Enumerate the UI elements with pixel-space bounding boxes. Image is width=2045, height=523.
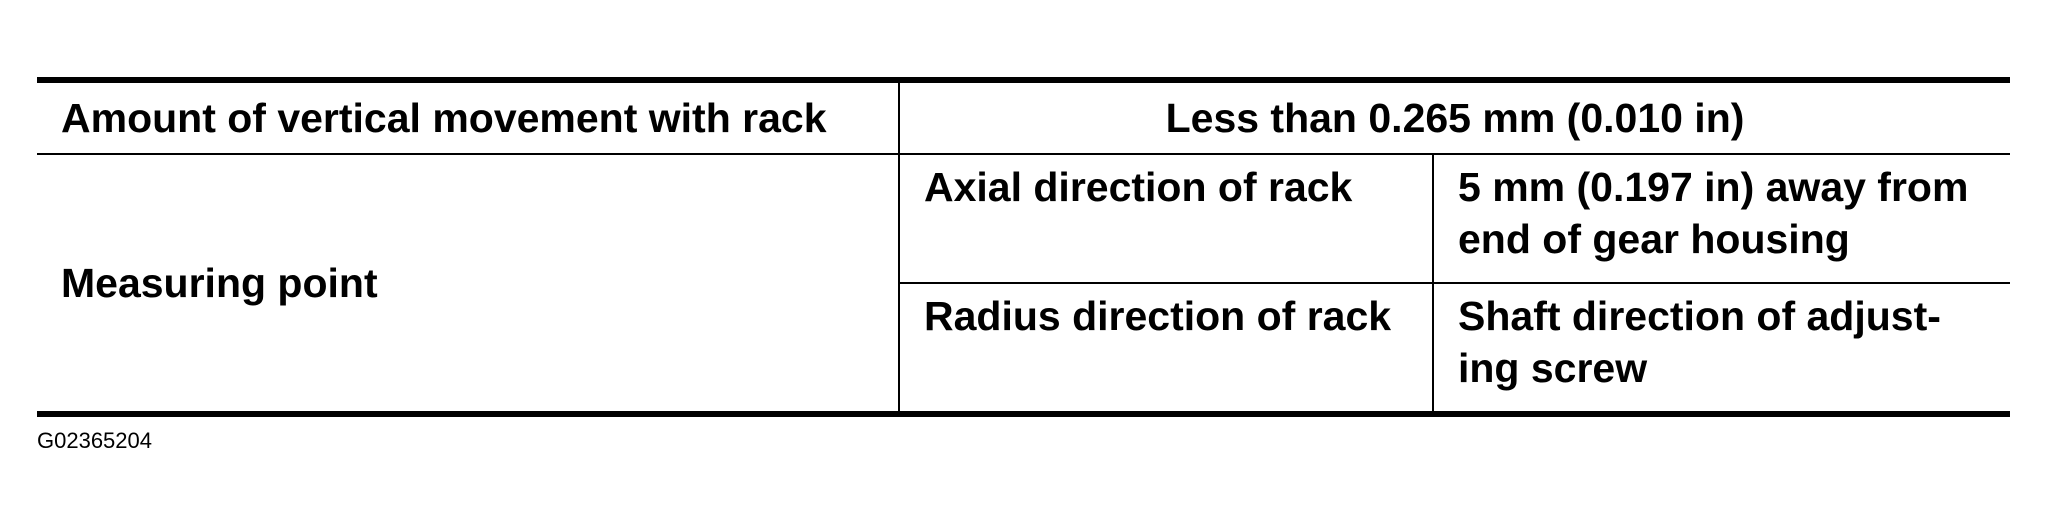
figure-code: G02365204 bbox=[37, 428, 152, 453]
vertical-movement-value: Less than 0.265 mm (0.010 in) bbox=[898, 80, 2010, 155]
radius-direction-value: Shaft direction of adjust-ing screw bbox=[1432, 283, 2010, 414]
table-row: Measuring point Axial direction of rack … bbox=[37, 154, 2010, 306]
measuring-point-label: Measuring point bbox=[61, 260, 378, 306]
radius-direction-label: Radius direction of rack bbox=[898, 283, 1433, 414]
table-row: Radius direction of rack Shaft direction… bbox=[37, 283, 2010, 414]
axial-direction-label: Axial direction of rack bbox=[898, 154, 1433, 284]
axial-direction-value: 5 mm (0.197 in) away from end of gear ho… bbox=[1432, 154, 2010, 284]
table-row: Amount of vertical movement with rack Le… bbox=[37, 80, 2010, 155]
specification-table: Amount of vertical movement with rack Le… bbox=[37, 77, 2010, 417]
vertical-movement-label: Amount of vertical movement with rack bbox=[37, 80, 899, 155]
